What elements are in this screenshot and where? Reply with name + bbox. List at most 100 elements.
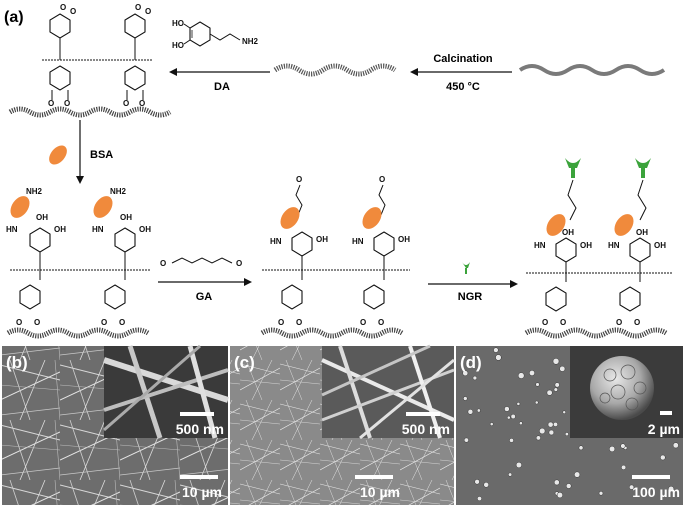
microsphere-particle (553, 479, 560, 486)
microsphere-particle (553, 421, 558, 427)
microsphere-particle (467, 409, 474, 415)
microsphere-particle (548, 429, 555, 436)
svg-text:HN: HN (608, 241, 620, 250)
microsphere-particle (621, 464, 627, 470)
panel-d-microsphere (590, 356, 654, 420)
bsa-fiber-structure: NH2 NH2 HN HN OH OH OH OH O O O O (6, 187, 151, 339)
svg-text:O: O (145, 7, 151, 16)
panel-b-main-scale-label: 10 µm (182, 484, 222, 500)
microsphere-particle (508, 472, 513, 477)
microsphere-particle (477, 496, 482, 502)
calcined-fiber (273, 63, 397, 77)
svg-text:OH: OH (139, 225, 151, 234)
svg-text:O: O (101, 318, 107, 327)
panel-d-inset-scale-label: 2 µm (648, 421, 680, 437)
microsphere-particle (534, 400, 539, 405)
panel-d-main-scalebar (632, 475, 670, 479)
svg-text:O: O (135, 3, 141, 12)
microsphere-particle (535, 435, 541, 441)
microsphere-particle (506, 415, 511, 420)
panel-b-label: (b) (6, 353, 28, 372)
svg-text:OH: OH (120, 213, 132, 222)
svg-text:O: O (236, 259, 242, 268)
microsphere-particle (598, 491, 604, 496)
panel-d-particles (462, 347, 679, 502)
svg-text:O: O (48, 99, 54, 108)
calcination-arrowhead (410, 68, 418, 76)
panel-a-label: (a) (4, 9, 24, 26)
microsphere-particle (547, 421, 554, 428)
ngr-peptide-icon (462, 262, 470, 274)
microsphere-particle (668, 485, 675, 493)
svg-text:O: O (378, 318, 384, 327)
svg-text:NH2: NH2 (242, 37, 259, 46)
svg-text:O: O (278, 318, 284, 327)
svg-text:OH: OH (636, 228, 648, 237)
microsphere-particle (562, 410, 566, 414)
ngr-functionalized-structure: HN HN OH OH OH OH O O O O (524, 158, 672, 339)
microsphere-particle (495, 354, 502, 361)
svg-text:O: O (360, 318, 366, 327)
microsphere-particle (472, 375, 478, 381)
svg-text:O: O (119, 318, 125, 327)
svg-text:O: O (560, 318, 566, 327)
microsphere-particle (504, 406, 510, 412)
microsphere-particle (672, 442, 679, 449)
microsphere-particle (564, 432, 569, 437)
svg-text:O: O (296, 318, 302, 327)
da-label: DA (214, 81, 230, 93)
microsphere-particle (509, 438, 514, 443)
microsphere-particle (489, 422, 494, 426)
microsphere-particle (474, 479, 480, 485)
panel-d-sem: (d) 2 µm 100 µm (456, 346, 683, 505)
microsphere-particle (463, 437, 469, 443)
ngr-arrowhead (510, 280, 518, 288)
panel-b-main-scalebar (180, 475, 218, 479)
microsphere-particle (660, 454, 666, 461)
glutaraldehyde-molecule: O O (160, 257, 242, 268)
svg-text:O: O (139, 99, 145, 108)
microsphere-particle (554, 382, 560, 388)
panel-c-main-scalebar (355, 475, 393, 479)
svg-text:O: O (64, 99, 70, 108)
svg-text:OH: OH (54, 225, 66, 234)
pda-fiber-structure: O O O O O O O O (8, 3, 172, 118)
microsphere-particle (516, 402, 521, 406)
microsphere-particle (578, 445, 584, 451)
svg-text:OH: OH (580, 241, 592, 250)
ga-activated-structure: O O HN HN OH OH O O O O (260, 175, 410, 339)
microsphere-particle (483, 482, 489, 488)
dopamine-molecule: HO HO NH2 (172, 19, 259, 50)
svg-text:OH: OH (316, 235, 328, 244)
microsphere-particle (574, 471, 581, 478)
panel-b-sem: (b) 500 nm 10 µm (2, 344, 229, 505)
panel-c-label: (c) (234, 353, 255, 372)
microsphere-particle (519, 421, 523, 426)
panel-d-microsphere-texture (599, 364, 647, 411)
da-arrowhead (169, 68, 177, 76)
svg-text:O: O (123, 99, 129, 108)
bsa-arrowhead (76, 176, 84, 184)
svg-text:O: O (160, 259, 166, 268)
panel-b-inset-scale-label: 500 nm (176, 421, 224, 437)
microsphere-particle (529, 370, 535, 376)
svg-text:HN: HN (352, 237, 364, 246)
ga-label: GA (196, 291, 213, 303)
svg-text:NH2: NH2 (26, 187, 43, 196)
microsphere-particle (493, 347, 499, 353)
microsphere-particle (539, 427, 546, 435)
microsphere-particle (629, 484, 635, 490)
microsphere-particle (535, 382, 540, 387)
svg-text:O: O (60, 3, 66, 12)
panel-d-label: (d) (460, 353, 482, 372)
microsphere-particle (556, 492, 563, 499)
svg-text:OH: OH (36, 213, 48, 222)
svg-text:HO: HO (172, 19, 184, 28)
svg-text:OH: OH (654, 241, 666, 250)
calcination-label: Calcination (433, 53, 493, 65)
ga-arrowhead (244, 278, 252, 286)
microsphere-particle (462, 370, 469, 377)
bsa-label: BSA (90, 149, 113, 161)
microsphere-particle (463, 396, 468, 401)
